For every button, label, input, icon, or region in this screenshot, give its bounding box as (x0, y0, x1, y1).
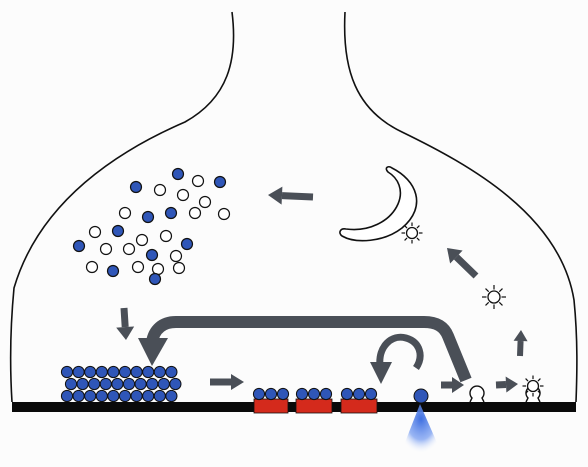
stacked-vesicle-icon (99, 377, 112, 391)
empty-vesicle-icon (122, 242, 136, 256)
pathway-arrow (268, 186, 314, 205)
kiss-and-run-arrow (376, 333, 424, 370)
filled-vesicle-icon (145, 248, 159, 262)
pathway-arrow (513, 330, 528, 357)
empty-vesicle-icon (198, 195, 212, 209)
docked-vesicle-icon (307, 387, 321, 401)
empty-vesicle-icon (176, 188, 190, 202)
release-site-3 (340, 398, 378, 414)
stacked-vesicle-icon (165, 365, 178, 379)
stacked-vesicle-icon (88, 377, 101, 391)
filled-vesicle-icon (180, 237, 194, 251)
pathway-arrow (447, 248, 479, 279)
empty-vesicle-icon (159, 229, 173, 243)
empty-vesicle-icon (131, 260, 145, 274)
stacked-vesicle-icon (165, 389, 178, 403)
stacked-vesicle-icon (60, 389, 74, 403)
stacked-vesicle-icon (153, 365, 166, 379)
pathway-arrow (210, 374, 244, 390)
docked-vesicle-icon (295, 387, 309, 401)
empty-vesicle-icon (135, 233, 149, 247)
stacked-vesicle-icon (118, 365, 132, 379)
filled-vesicle-icon (106, 264, 120, 278)
stacked-vesicle-icon (76, 377, 89, 391)
pathway-arrow (495, 376, 518, 393)
sun-burst-icon (401, 222, 423, 244)
stacked-vesicle-icon (134, 377, 147, 391)
pathway-arrows (116, 186, 528, 393)
empty-vesicle-icon (118, 206, 132, 220)
release-site-1 (253, 398, 289, 414)
docked-vesicles (252, 387, 378, 401)
stacked-vesicle-icon (72, 365, 85, 379)
empty-vesicle-icon (172, 261, 186, 275)
stacked-vesicle-icon (84, 389, 97, 403)
stacked-vesicle-icon (130, 365, 143, 379)
docked-vesicle-icon (352, 387, 366, 401)
stacked-vesicle-icon (157, 377, 170, 391)
terminal-outline-right (343, 11, 578, 403)
release-glow (404, 404, 438, 454)
docked-vesicle-icon (364, 387, 378, 401)
stacked-vesicle-icon (95, 389, 108, 403)
filled-vesicle-icon (213, 175, 227, 189)
omega-profile-1 (469, 385, 485, 403)
stacked-vesicle-icon (64, 377, 78, 391)
filled-vesicle-icon (171, 167, 185, 181)
docked-vesicle-icon (264, 387, 278, 401)
empty-vesicle-icon (191, 174, 205, 188)
stacked-vesicle-icon (111, 377, 124, 391)
stacked-vesicle-icon (122, 377, 136, 391)
sun-burst-icon (482, 285, 506, 309)
stacked-vesicle-icon (169, 377, 182, 391)
empty-vesicle-icon (88, 225, 102, 239)
stacked-vesicle-icon (84, 365, 97, 379)
pathway-arrow (441, 377, 464, 393)
empty-vesicle-icon (151, 262, 165, 276)
stacked-vesicle-icon (153, 389, 166, 403)
release-site-2 (295, 398, 333, 414)
filled-vesicle-icon (148, 272, 162, 286)
stacked-vesicle-icon (130, 389, 143, 403)
stacked-vesicle-icon (107, 389, 120, 403)
fast-recycling-arrowhead (138, 338, 168, 366)
stacked-vesicle-icon (142, 365, 155, 379)
plasma-membrane (12, 402, 576, 412)
filled-vesicle-icon (164, 206, 178, 220)
sun-burst-icon (522, 375, 544, 397)
filled-vesicle-icon (111, 224, 125, 238)
stacked-vesicle-icon (72, 389, 85, 403)
empty-vesicle-icon (85, 260, 99, 274)
stacked-vesicle-icon (60, 365, 74, 379)
fusing-vesicle-icon (413, 388, 429, 404)
empty-vesicle-icon (169, 249, 183, 263)
docked-vesicle-icon (252, 387, 266, 401)
stacked-vesicle-icon (142, 389, 155, 403)
crescent-endosome-icon (339, 165, 418, 242)
docked-vesicle-icon (319, 387, 333, 401)
empty-vesicle-icon (99, 242, 113, 256)
reserve-vesicle-stack (60, 365, 182, 403)
stacked-vesicle-icon (107, 365, 120, 379)
empty-vesicle-icon (217, 207, 231, 221)
filled-vesicle-icon (129, 180, 143, 194)
stacked-vesicle-icon (118, 389, 132, 403)
filled-vesicle-icon (141, 210, 155, 224)
release-sites (253, 398, 378, 414)
filled-vesicle-icon (72, 239, 86, 253)
docked-vesicle-icon (276, 387, 290, 401)
kiss-and-run-arrowhead (370, 362, 392, 384)
terminal-outline (9, 11, 235, 403)
empty-vesicle-icon (188, 206, 202, 220)
stacked-vesicle-icon (146, 377, 159, 391)
fast-recycling-arrow (146, 316, 472, 383)
docked-vesicle-icon (340, 387, 354, 401)
free-vesicle-pool (72, 167, 231, 286)
retrieved-vesicles (401, 222, 544, 397)
pathway-arrow (116, 307, 135, 340)
stacked-vesicle-icon (95, 365, 108, 379)
empty-vesicle-icon (153, 183, 167, 197)
